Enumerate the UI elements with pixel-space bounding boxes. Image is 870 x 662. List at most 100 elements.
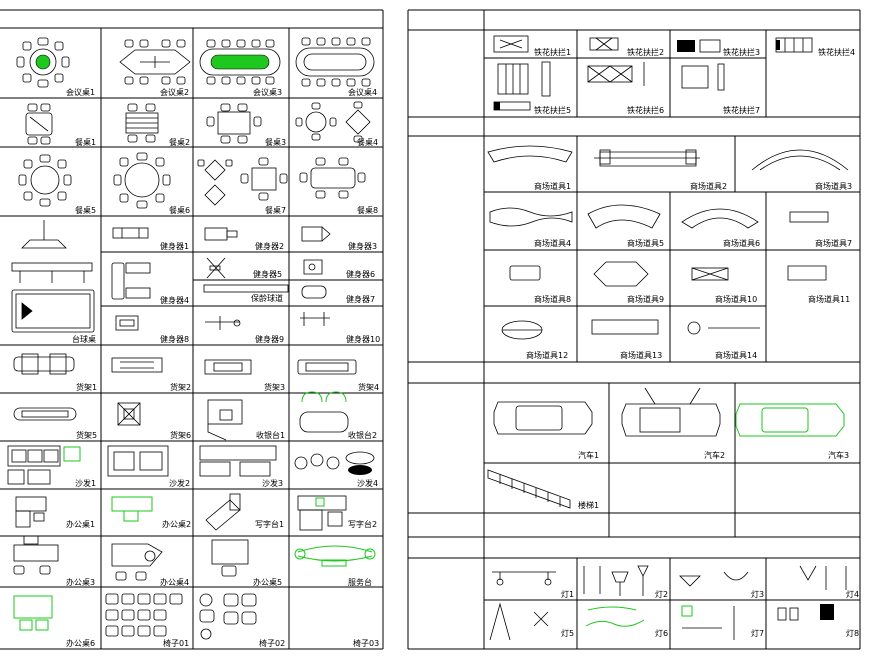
chairs-row: [13, 593, 257, 640]
label-fitness-10: 健身器10: [346, 334, 380, 344]
dining-table-2-symbol: [125, 103, 159, 143]
left-labels: 会议桌1 会议桌2 会议桌3 会议桌4 餐桌1 餐桌2 餐桌3 餐桌4 餐桌5 …: [66, 87, 380, 648]
right-panel-grid: [407, 9, 861, 650]
label-railing-2: 铁花扶拦2: [627, 47, 664, 57]
office-desk-row-1: [15, 493, 347, 531]
label-dining-table-6: 餐桌6: [169, 205, 190, 215]
label-railing-7: 铁花扶拦7: [723, 105, 760, 115]
dining-table-7-symbol: [197, 157, 288, 206]
label-fitness-6: 健身器6: [346, 269, 375, 279]
label-car-2: 汽车2: [704, 450, 725, 460]
label-office-desk-5: 办公桌5: [253, 577, 282, 587]
label-dining-table-2: 餐桌2: [169, 137, 190, 147]
mall-props-symbols: [487, 145, 849, 340]
sofa-symbols: [7, 445, 375, 485]
dining-table-4-symbol: [295, 101, 371, 143]
label-railing-3: 铁花扶拦3: [723, 47, 760, 57]
label-car-3: 汽车3: [828, 450, 849, 460]
shelf-symbols: [13, 353, 357, 426]
label-mall-prop-1: 商场道具1: [534, 181, 571, 191]
label-shelf-4: 货架4: [358, 382, 379, 392]
label-fitness-7: 健身器7: [346, 294, 375, 304]
label-mall-prop-14: 商场道具14: [715, 350, 757, 360]
label-fitness-1: 健身器1: [160, 241, 189, 251]
label-lamp-6: 灯6: [655, 628, 668, 638]
label-dining-table-1: 餐桌1: [75, 137, 96, 147]
label-meeting-table-1: 会议桌1: [66, 87, 95, 97]
label-mall-prop-11: 商场道具11: [808, 294, 850, 304]
label-fitness-3: 健身器3: [348, 241, 377, 251]
label-shelf-1: 货架1: [76, 382, 97, 392]
label-mall-prop-13: 商场道具13: [620, 350, 662, 360]
label-shelf-6: 货架6: [170, 430, 191, 440]
label-railing-5: 铁花扶拦5: [534, 105, 571, 115]
label-fitness-9: 健身器9: [255, 334, 284, 344]
pool-table-symbol: [11, 220, 95, 333]
label-dining-table-8: 餐桌8: [357, 205, 378, 215]
label-lamp-3: 灯3: [751, 589, 764, 599]
label-sofa-3: 沙发3: [262, 478, 283, 488]
label-meeting-table-3: 会议桌3: [253, 87, 282, 97]
meeting-table-3-symbol: [199, 39, 281, 85]
label-lamp-5: 灯5: [561, 628, 574, 638]
label-railing-1: 铁花扶拦1: [534, 47, 571, 57]
dining-table-8-symbol: [299, 157, 366, 199]
label-sofa-1: 沙发1: [75, 478, 96, 488]
meeting-table-4-symbol: [295, 37, 375, 87]
label-fitness-8: 健身器8: [160, 334, 189, 344]
railing-dark-symbols: [494, 40, 780, 110]
label-pool-table: 台球桌: [72, 334, 96, 344]
stair-symbol: [487, 469, 571, 509]
label-car-1: 汽车1: [578, 450, 599, 460]
label-mall-prop-5: 商场道具5: [627, 238, 664, 248]
label-lamp-4: 灯4: [846, 589, 859, 599]
label-dining-table-7: 餐桌7: [265, 205, 286, 215]
office-desk-row-2: [13, 535, 376, 581]
label-mall-prop-7: 商场道具7: [815, 238, 852, 248]
label-sofa-2: 沙发2: [169, 478, 190, 488]
label-writing-desk-1: 写字台1: [255, 519, 284, 529]
label-mall-prop-3: 商场道具3: [815, 181, 852, 191]
label-cashier-2: 收银台2: [348, 430, 377, 440]
label-railing-4: 铁花扶拦4: [818, 47, 855, 57]
meeting-table-1-symbol: [16, 37, 70, 88]
label-mall-prop-10: 商场道具10: [715, 294, 757, 304]
car-symbols: [493, 387, 845, 437]
label-shelf-2: 货架2: [170, 382, 191, 392]
label-office-desk-3: 办公桌3: [66, 577, 95, 587]
label-mall-prop-12: 商场道具12: [526, 350, 568, 360]
label-lamp-1: 灯1: [561, 589, 574, 599]
label-shelf-5: 货架5: [76, 430, 97, 440]
label-fitness-5: 健身器5: [253, 269, 282, 279]
label-office-desk-1: 办公桌1: [66, 519, 95, 529]
fitness-symbols: [111, 226, 331, 331]
label-chair-02: 椅子02: [259, 638, 285, 648]
label-meeting-table-2: 会议桌2: [160, 87, 189, 97]
label-bowling-lane: 保龄球道: [251, 293, 283, 303]
label-mall-prop-9: 商场道具9: [627, 294, 664, 304]
cashier-symbols: [207, 391, 349, 441]
meeting-table-2-symbol: [119, 39, 191, 85]
label-dining-table-3: 餐桌3: [265, 137, 286, 147]
label-mall-prop-6: 商场道具6: [723, 238, 760, 248]
label-lamp-2: 灯2: [655, 589, 668, 599]
label-service-desk: 服务台: [348, 577, 372, 587]
dining-table-3-symbol: [206, 103, 262, 144]
label-railing-6: 铁花扶拦6: [627, 105, 664, 115]
dining-table-5-symbol: [18, 154, 72, 207]
label-writing-desk-2: 写字台2: [348, 519, 377, 529]
label-stair-1: 楼梯1: [578, 500, 599, 510]
lamp-symbols: [489, 565, 847, 641]
label-dining-table-4: 餐桌4: [357, 137, 378, 147]
left-panel-grid: [0, 9, 384, 650]
dining-table-6-symbol: [113, 152, 171, 209]
label-mall-prop-2: 商场道具2: [690, 181, 727, 191]
label-lamp-8: 灯8: [846, 628, 859, 638]
label-sofa-4: 沙发4: [357, 478, 378, 488]
label-meeting-table-4: 会议桌4: [348, 87, 377, 97]
label-office-desk-6: 办公桌6: [66, 638, 95, 648]
label-mall-prop-8: 商场道具8: [534, 294, 571, 304]
label-mall-prop-4: 商场道具4: [534, 238, 571, 248]
label-office-desk-2: 办公桌2: [162, 519, 191, 529]
